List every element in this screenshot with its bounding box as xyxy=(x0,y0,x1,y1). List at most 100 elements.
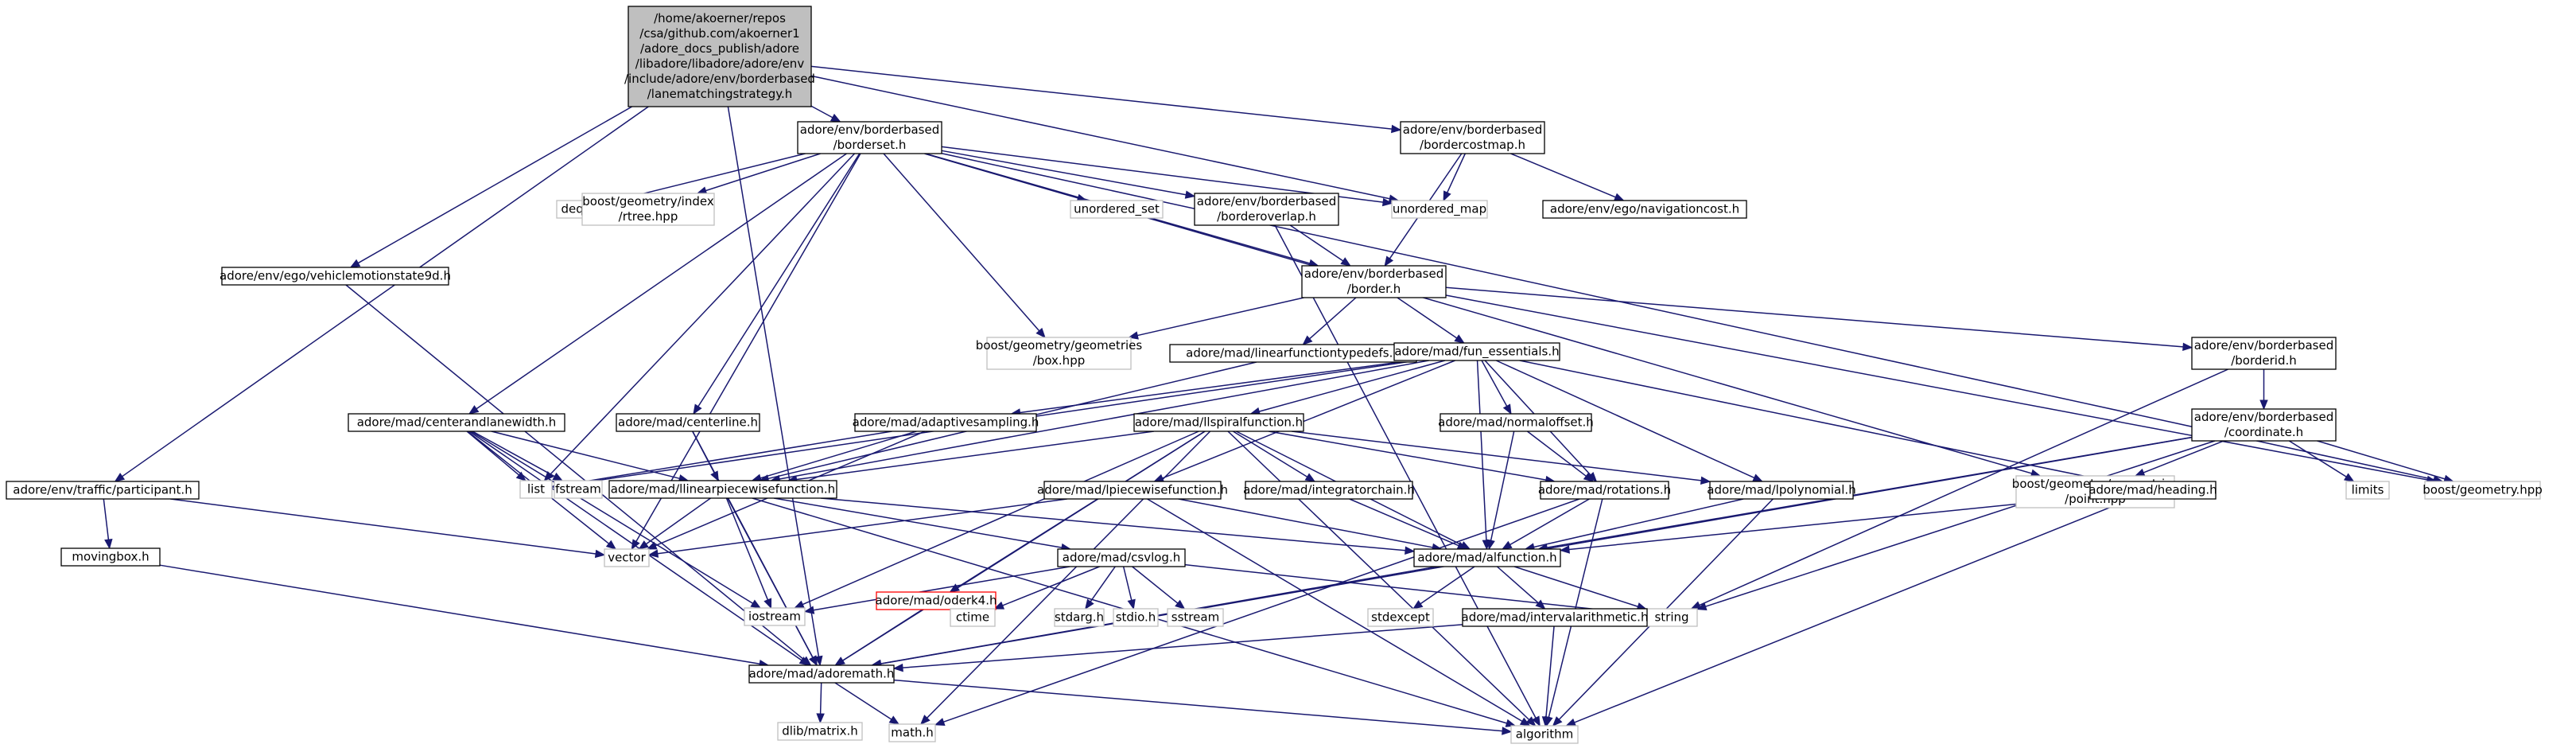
node-navigationcost[interactable]: adore/env/ego/navigationcost.h xyxy=(1542,200,1747,219)
node-box xyxy=(1113,608,1159,627)
arrow-head-icon xyxy=(814,655,823,667)
arrow-head-icon xyxy=(1302,335,1313,345)
node-borderset[interactable]: adore/env/borderbased/borderset.h xyxy=(797,121,942,154)
node-adoremath[interactable]: adore/mad/adoremath.h xyxy=(748,664,895,684)
node-label: sstream xyxy=(1171,610,1219,625)
edge-line xyxy=(1020,360,1412,414)
node-box xyxy=(2089,481,2217,500)
edge-line xyxy=(1289,224,1344,262)
node-integratorchain[interactable]: adore/mad/integratorchain.h xyxy=(1243,481,1415,500)
edge-line xyxy=(1476,360,1487,541)
node-label: adore/mad/adaptivesampling.h xyxy=(853,415,1039,430)
node-llspiralfunction[interactable]: adore/mad/llspiralfunction.h xyxy=(1133,413,1304,432)
arrow-head-icon xyxy=(816,713,825,724)
edge-csvlog-to-stdio xyxy=(1122,566,1136,610)
edge-line xyxy=(1574,498,2131,723)
node-box xyxy=(1043,481,1222,500)
node-sstream: sstream xyxy=(1167,608,1224,627)
node-box xyxy=(1391,200,1488,219)
edge-line xyxy=(1259,360,1446,412)
node-lpolynomial[interactable]: adore/mad/lpolynomial.h xyxy=(1707,481,1856,500)
node-box xyxy=(1510,725,1579,744)
node-box xyxy=(1367,608,1434,627)
node-borderoverlap[interactable]: adore/env/borderbased/borderoverlap.h xyxy=(1194,193,1339,226)
edge-llspiralfunction-to-integratorchain xyxy=(1233,431,1316,482)
edge-line xyxy=(1132,566,1179,604)
node-normaloffset[interactable]: adore/mad/normaloffset.h xyxy=(1438,413,1594,432)
node-llinearpiecewisefunction[interactable]: adore/mad/llinearpiecewisefunction.h xyxy=(608,480,837,499)
node-rotations[interactable]: adore/mad/rotations.h xyxy=(1538,481,1671,500)
arrow-head-icon xyxy=(1454,334,1465,344)
node-box xyxy=(1057,548,1186,567)
node-box xyxy=(6,481,200,500)
edge-line xyxy=(943,498,1580,723)
node-box xyxy=(888,723,936,742)
node-label: list xyxy=(527,482,545,497)
node-centerline[interactable]: adore/mad/centerline.h xyxy=(616,413,760,432)
node-borderid[interactable]: adore/env/borderbased/borderid.h xyxy=(2191,337,2337,370)
node-root[interactable]: /home/akoerner/repos/csa/github.com/akoe… xyxy=(624,6,815,107)
edge-heading-to-alfunction xyxy=(1559,496,2091,554)
edge-line xyxy=(646,497,711,545)
node-adaptivesampling[interactable]: adore/mad/adaptivesampling.h xyxy=(853,413,1039,432)
node-box xyxy=(854,413,1037,432)
node-centerandlanewidth[interactable]: adore/mad/centerandlanewidth.h xyxy=(348,413,565,432)
edge-line xyxy=(1490,431,1515,541)
edge-bordercostmap-to-unordered_map xyxy=(1443,153,1466,202)
arrow-head-icon xyxy=(1184,190,1196,199)
edge-border-to-box xyxy=(1128,297,1304,340)
node-box xyxy=(1301,265,1447,298)
arrow-head-icon xyxy=(646,541,658,550)
arrow-head-icon xyxy=(763,598,772,610)
node-alfunction[interactable]: adore/mad/alfunction.h xyxy=(1413,548,1561,567)
node-label: adore/env/ego/vehiclemotionstate9d.h xyxy=(220,269,451,283)
node-linearfunctiontypedefs[interactable]: adore/mad/linearfunctiontypedefs.h xyxy=(1169,344,1417,363)
edge-centerandlanewidth-to-adoremath xyxy=(468,431,810,666)
edge-line xyxy=(880,566,1438,664)
arrow-head-icon xyxy=(1304,473,1316,482)
edge-border-to-geometry xyxy=(1445,294,2438,485)
node-bordercostmap[interactable]: adore/env/borderbased/bordercostmap.h xyxy=(1400,121,1545,154)
edge-borderoverlap-to-border xyxy=(1289,224,1351,267)
node-border[interactable]: adore/env/borderbased/border.h xyxy=(1301,265,1447,298)
node-coordinate[interactable]: adore/env/borderbased/coordinate.h xyxy=(2191,408,2337,442)
arrow-head-icon xyxy=(1535,599,1546,610)
edge-line xyxy=(941,153,2434,481)
edge-borderset-to-rtree xyxy=(696,153,821,195)
edge-participant-to-vector xyxy=(170,498,606,559)
edge-fun_essentials-to-lpolynomial xyxy=(1495,360,1763,482)
edge-line xyxy=(345,284,805,660)
node-movingbox[interactable]: movingbox.h xyxy=(60,547,161,567)
edge-line xyxy=(1274,224,1537,719)
edge-llinearpiecewisefunction-to-csvlog xyxy=(773,497,1072,552)
node-intervalarithmetic[interactable]: adore/mad/intervalarithmetic.h xyxy=(1462,608,1649,627)
node-ctime: ctime xyxy=(950,608,996,627)
edge-border-to-borderid xyxy=(1445,286,2193,352)
node-box xyxy=(1133,413,1304,432)
node-vehiclemotionstate9d[interactable]: adore/env/ego/vehiclemotionstate9d.h xyxy=(220,267,451,286)
arrow-head-icon xyxy=(1519,717,1531,727)
node-box xyxy=(1440,413,1592,432)
node-participant[interactable]: adore/env/traffic/participant.h xyxy=(6,481,200,500)
edge-llinearpiecewisefunction-to-iostream xyxy=(725,497,772,610)
edge-line xyxy=(883,153,1040,332)
edge-line xyxy=(472,431,555,477)
arrow-head-icon xyxy=(750,599,762,609)
node-label: adore/mad/rotations.h xyxy=(1538,483,1671,497)
arrow-head-icon xyxy=(2343,473,2355,482)
node-label: /csa/github.com/akoerner1 xyxy=(639,26,799,41)
node-heading[interactable]: adore/mad/heading.h xyxy=(2088,481,2217,500)
node-csvlog[interactable]: adore/mad/csvlog.h xyxy=(1057,548,1186,567)
node-label: /include/adore/env/borderbased xyxy=(624,72,815,86)
node-oderk4[interactable]: adore/mad/oderk4.h xyxy=(876,591,997,610)
node-box xyxy=(1245,481,1413,500)
node-label: adore/env/borderbased xyxy=(800,123,939,137)
arrow-head-icon xyxy=(349,259,361,268)
edge-lpiecewisefunction-to-alfunction xyxy=(1178,498,1443,551)
node-lpiecewisefunction[interactable]: adore/mad/lpiecewisefunction.h xyxy=(1037,481,1228,500)
arrow-head-icon xyxy=(993,601,1005,610)
edge-line xyxy=(1445,286,2184,348)
edge-line xyxy=(476,153,847,410)
arrow-head-icon xyxy=(1525,716,1537,727)
node-fun_essentials[interactable]: adore/mad/fun_essentials.h xyxy=(1393,342,1560,361)
